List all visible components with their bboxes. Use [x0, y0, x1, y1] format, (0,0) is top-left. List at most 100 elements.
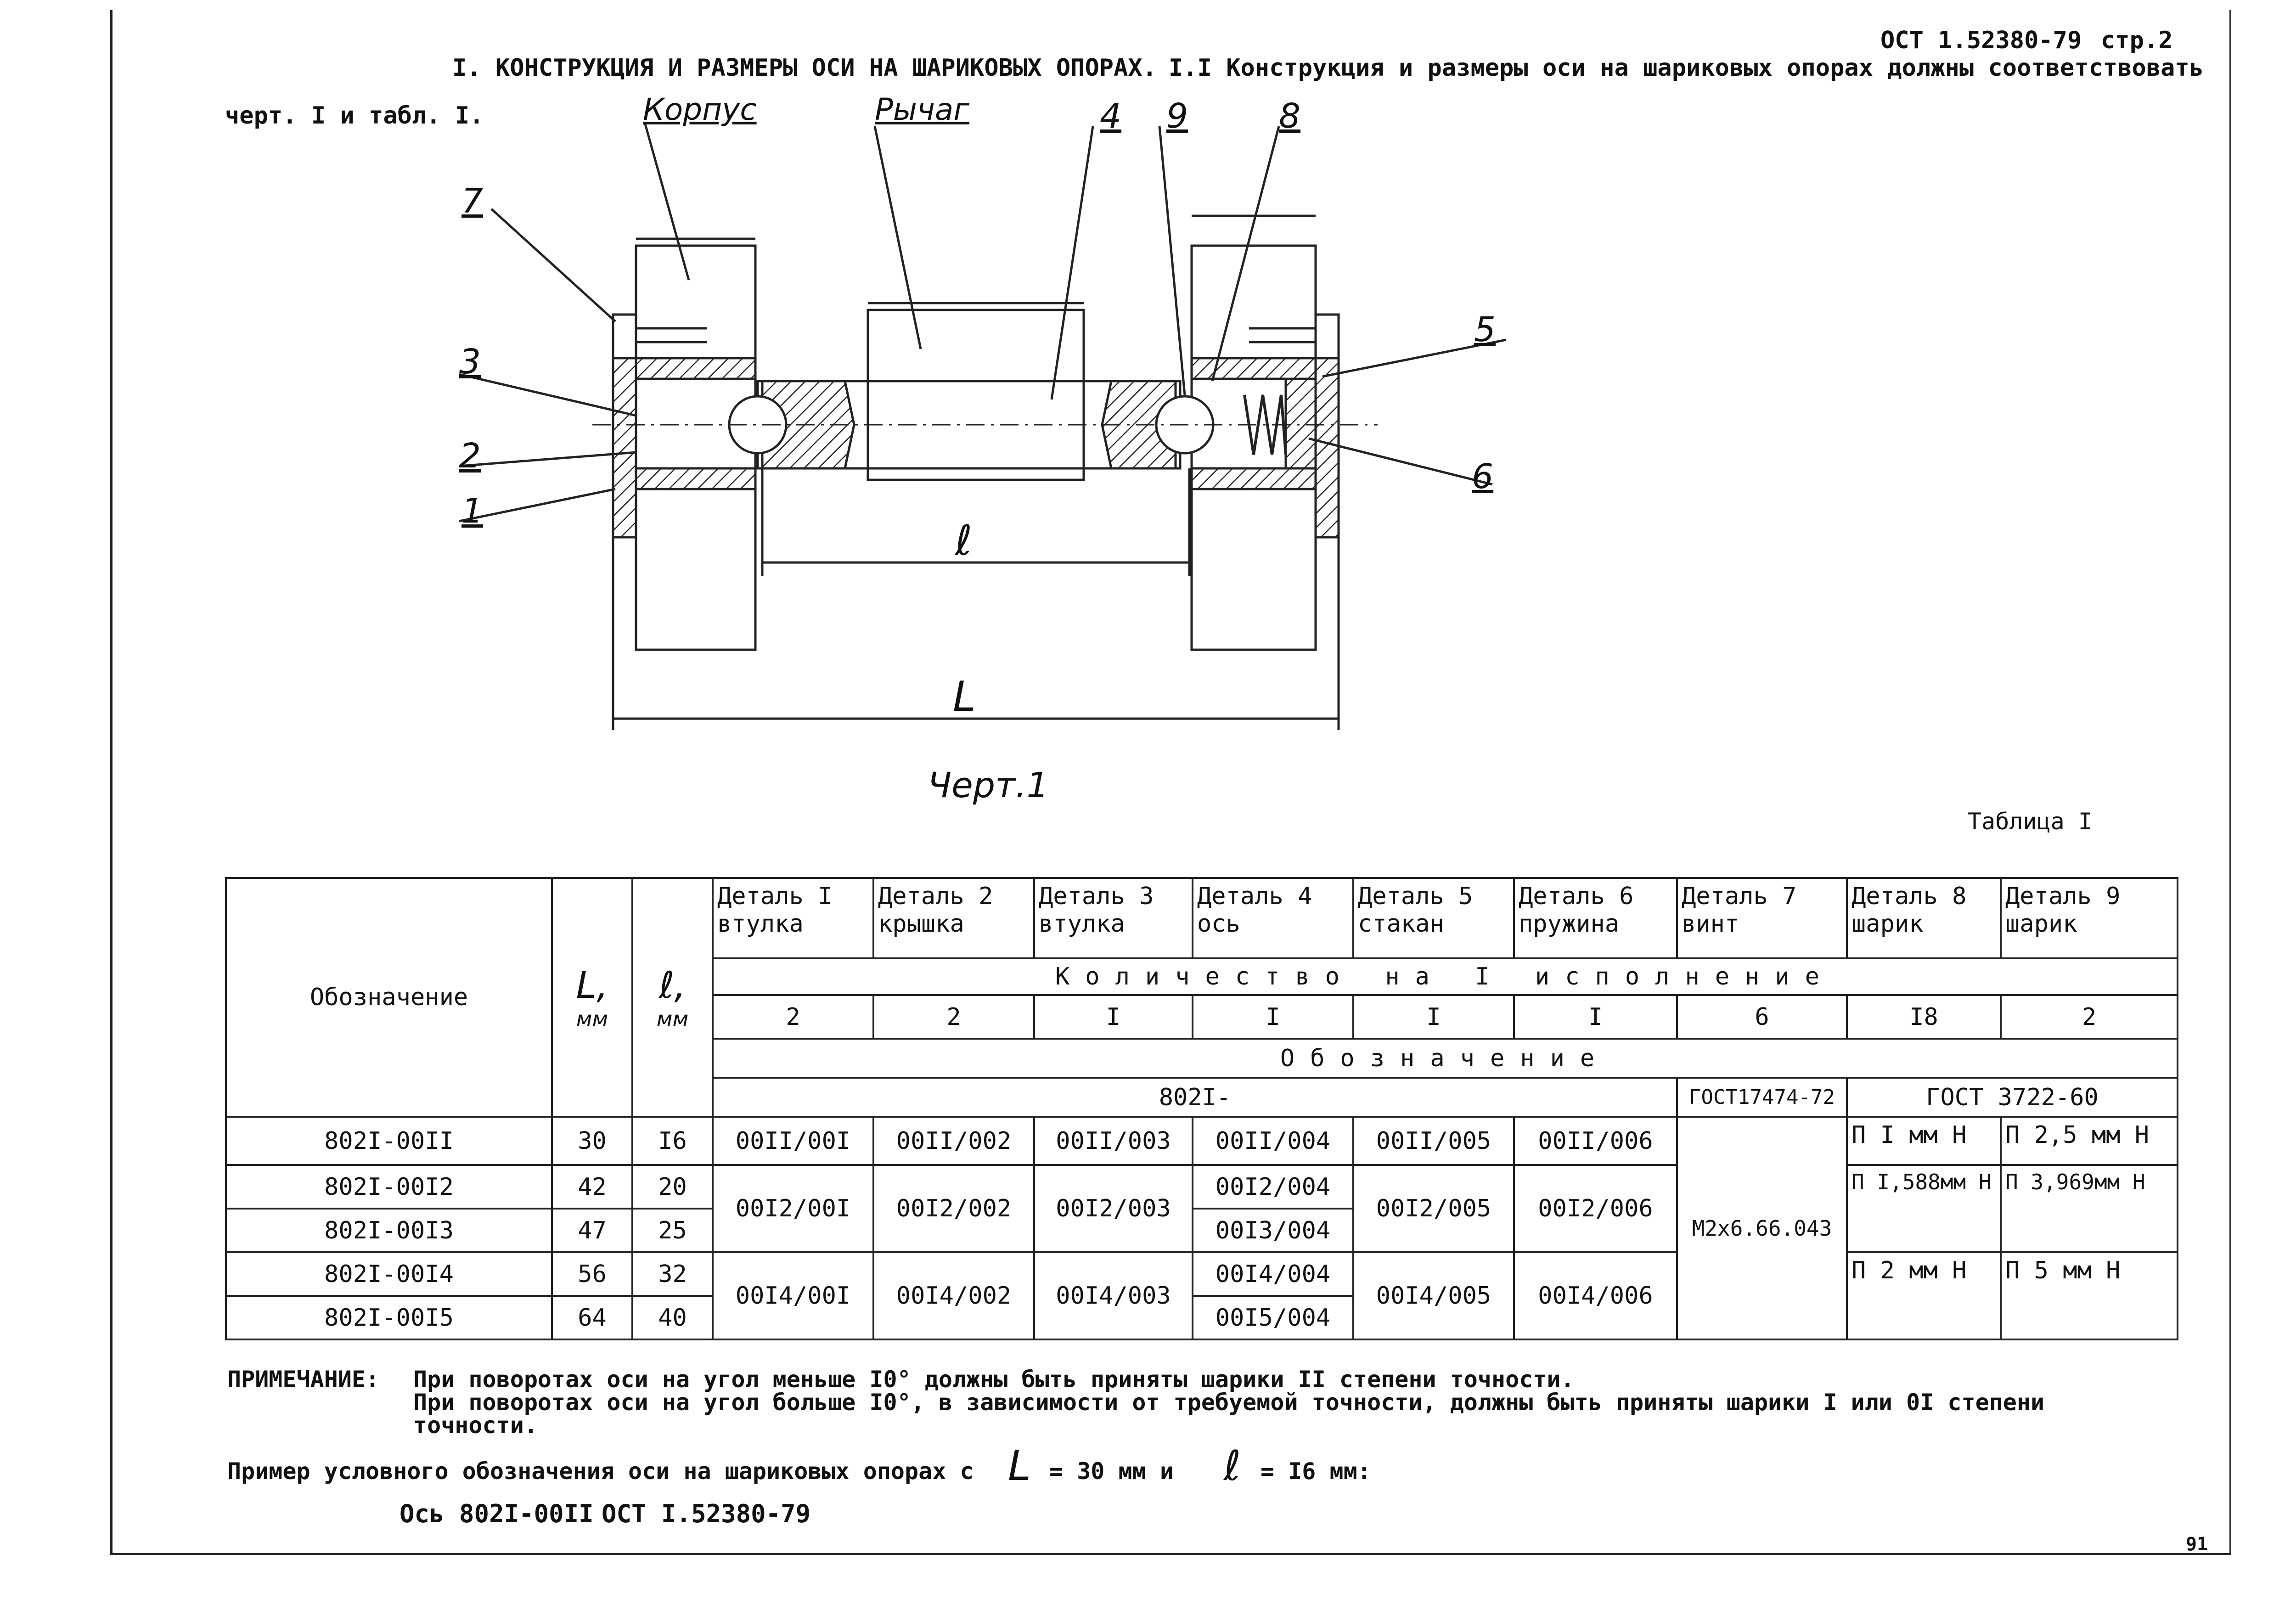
cell-d1: 00I4/00I: [712, 1251, 874, 1340]
callout-8: 8: [1279, 96, 1301, 136]
row-l: 40: [631, 1295, 714, 1340]
cell-d4: 00II/004: [1192, 1116, 1354, 1166]
qty-detail-5: I: [1352, 994, 1515, 1040]
callout-7: 7: [461, 181, 484, 221]
detail-name: Деталь 3: [1039, 883, 1154, 910]
detail-name: Деталь I: [717, 883, 833, 910]
l-unit: мм: [656, 1006, 689, 1031]
page-number: 91: [2186, 1534, 2208, 1555]
example-designation: Ось 802I-00II: [400, 1499, 594, 1528]
quantity-header: Количество на I исполнение: [712, 957, 2178, 996]
qty-detail-4: I: [1192, 994, 1354, 1040]
row-designation: 802I-00I2: [225, 1164, 553, 1210]
ball8-row1: П I мм Н: [1846, 1116, 2002, 1166]
detail-part: крышка: [878, 910, 964, 938]
gost-screw: ГОСТ17474-72: [1676, 1077, 1848, 1118]
detail-name: Деталь 6: [1519, 883, 1634, 910]
cell-d2: 00I2/002: [872, 1164, 1035, 1253]
example-l-symbol: ℓ: [1224, 1442, 1241, 1490]
row-designation: 802I-00II: [225, 1116, 553, 1166]
qty-detail-6: I: [1513, 994, 1678, 1040]
ball9-row1: П 2,5 мм Н: [2000, 1116, 2178, 1166]
detail-part: втулка: [717, 910, 804, 938]
label-korpus: Корпус: [643, 92, 757, 127]
section-title: I. КОНСТРУКЦИЯ И РАЗМЕРЫ ОСИ НА ШАРИКОВЫ…: [452, 54, 1157, 82]
detail-name: Деталь 7: [1682, 883, 1797, 910]
note-line-1: При поворотах оси на угол меньше I0° дол…: [413, 1366, 1575, 1393]
qty-detail-2: 2: [872, 994, 1035, 1040]
ball8-row3: П 2 мм Н: [1846, 1251, 2002, 1340]
callout-9: 9: [1166, 96, 1188, 136]
cell-d1: 00I2/00I: [712, 1164, 874, 1253]
row-l: I6: [631, 1116, 714, 1166]
row-designation: 802I-00I3: [225, 1208, 553, 1253]
row-designation: 802I-00I4: [225, 1251, 553, 1297]
cell-d5: 00I4/005: [1352, 1251, 1515, 1340]
note-line-3: точности.: [413, 1412, 538, 1439]
example-text: Пример условного обозначения оси на шари…: [227, 1458, 974, 1485]
row-L: 42: [551, 1164, 633, 1210]
cell-d6: 00I4/006: [1513, 1251, 1678, 1340]
cell-d1: 00II/00I: [712, 1116, 874, 1166]
l-symbol: ℓ,: [659, 963, 686, 1007]
ball9-row2: П 3,969мм Н: [2000, 1164, 2178, 1253]
detail-part: пружина: [1519, 910, 1620, 938]
row-L: 64: [551, 1295, 633, 1340]
L-symbol: L,: [576, 963, 608, 1007]
cell-d3: 00I4/003: [1033, 1251, 1193, 1340]
row-L: 56: [551, 1251, 633, 1297]
page-frame: [110, 10, 2231, 1555]
standard-number: ОСТ 1.52380-79: [1880, 27, 2082, 54]
detail-part: стакан: [1358, 910, 1444, 938]
dimension-L-label: L: [953, 673, 976, 721]
screw-designation: M2x6.66.043: [1676, 1116, 1848, 1340]
detail-part: шарик: [2005, 910, 2077, 938]
cell-d3: 00II/003: [1033, 1116, 1193, 1166]
row-L: 30: [551, 1116, 633, 1166]
example-standard: ОСТ I.52380-79: [602, 1499, 811, 1528]
ball9-row3: П 5 мм Н: [2000, 1251, 2178, 1340]
row-l: 32: [631, 1251, 714, 1297]
qty-detail-7: 6: [1676, 994, 1848, 1040]
detail-part: ось: [1197, 910, 1240, 938]
note-label: ПРИМЕЧАНИЕ:: [227, 1366, 380, 1393]
detail-part: втулка: [1039, 910, 1125, 938]
callout-1: 1: [461, 491, 484, 531]
example-L-symbol: L: [1008, 1442, 1031, 1490]
cell-d5: 00II/005: [1352, 1116, 1515, 1166]
detail-part: винт: [1682, 910, 1739, 938]
row-L: 47: [551, 1208, 633, 1253]
prefix-8021: 802I-: [712, 1077, 1678, 1118]
row-designation: 802I-00I5: [225, 1295, 553, 1340]
callout-2: 2: [459, 436, 481, 476]
designation-header: Обозначение: [712, 1038, 2178, 1079]
cell-d2: 00II/002: [872, 1116, 1035, 1166]
page-label: стр.2: [2101, 27, 2173, 54]
cell-d4: 00I3/004: [1192, 1208, 1354, 1253]
dimension-l-label: ℓ: [955, 517, 973, 565]
cell-d4: 00I5/004: [1192, 1295, 1354, 1340]
cell-d3: 00I2/003: [1033, 1164, 1193, 1253]
gost-ball: ГОСТ 3722-60: [1846, 1077, 2178, 1118]
qty-detail-9: 2: [2000, 994, 2178, 1040]
note-line-2: При поворотах оси на угол больше I0°, в …: [413, 1389, 2045, 1416]
detail-name: Деталь 5: [1358, 883, 1473, 910]
example-L-value: = 30 мм и: [1049, 1458, 1174, 1485]
detail-name: Деталь 2: [878, 883, 993, 910]
cell-d6: 00II/006: [1513, 1116, 1678, 1166]
callout-6: 6: [1472, 457, 1494, 496]
table-caption: Таблица I: [1968, 808, 2092, 835]
label-rychag: Рычаг: [875, 92, 970, 127]
clause-text: I.I Конструкция и размеры оси на шариков…: [1169, 54, 2204, 82]
qty-detail-8: I8: [1846, 994, 2002, 1040]
clause-text-end: черт. I и табл. I.: [225, 102, 484, 129]
detail-part: шарик: [1851, 910, 1924, 938]
row-l: 20: [631, 1164, 714, 1210]
